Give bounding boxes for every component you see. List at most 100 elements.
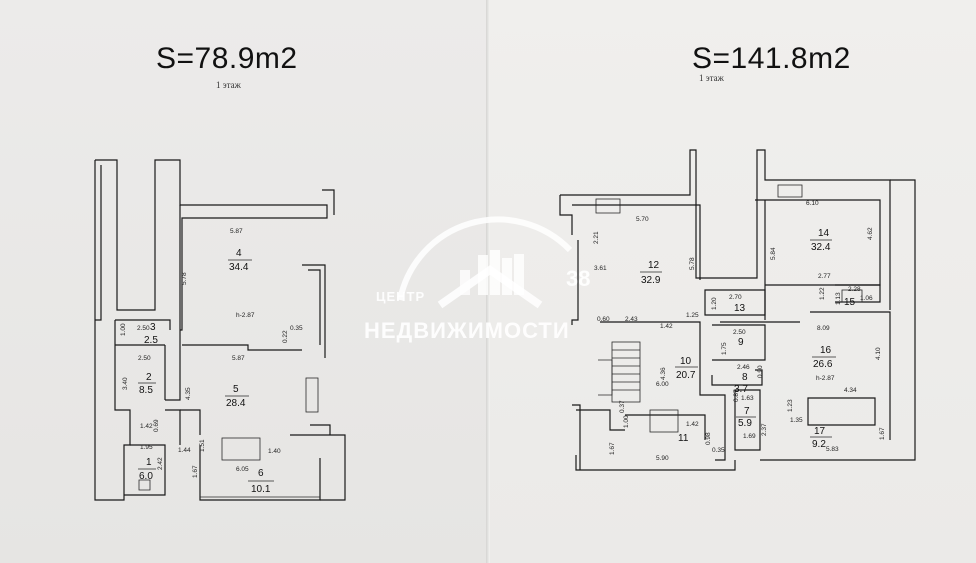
svg-text:5.78: 5.78 xyxy=(689,257,696,270)
svg-text:6.05: 6.05 xyxy=(236,466,249,473)
room-16-area: 26.6 xyxy=(813,359,833,370)
svg-text:0.35: 0.35 xyxy=(290,325,303,332)
svg-text:2.50: 2.50 xyxy=(733,329,746,336)
svg-text:1.42: 1.42 xyxy=(660,323,673,330)
svg-text:5.90: 5.90 xyxy=(656,455,669,462)
left-plan-walls xyxy=(94,159,346,501)
svg-text:2.77: 2.77 xyxy=(818,273,831,280)
room-2-num: 2 xyxy=(146,372,152,383)
svg-text:0.22: 0.22 xyxy=(282,330,289,343)
room-12-area: 32.9 xyxy=(641,275,661,286)
room-13-num: 13 xyxy=(734,303,746,314)
svg-text:5.84: 5.84 xyxy=(770,247,777,260)
right-area-title: S=141.8m2 xyxy=(692,42,851,75)
room-5-num: 5 xyxy=(233,384,239,395)
room-16-num: 16 xyxy=(820,345,832,356)
room-4-area: 34.4 xyxy=(229,262,249,273)
watermark-line1: ЦЕНТР xyxy=(376,289,426,304)
svg-text:4.62: 4.62 xyxy=(867,227,874,240)
svg-text:h-2.87: h-2.87 xyxy=(816,375,835,382)
svg-text:1.25: 1.25 xyxy=(686,312,699,319)
svg-text:0.37: 0.37 xyxy=(619,400,626,413)
svg-text:0.87: 0.87 xyxy=(733,389,740,402)
svg-text:0.60: 0.60 xyxy=(597,316,610,323)
right-plan-room-labels: 12 32.9 14 32.4 13 15 9 10 20.7 16 26.6 … xyxy=(640,228,856,450)
svg-text:4.34: 4.34 xyxy=(844,387,857,394)
svg-text:h-2.87: h-2.87 xyxy=(236,312,255,319)
svg-text:1.69: 1.69 xyxy=(743,433,756,440)
right-plan-walls xyxy=(559,149,916,471)
svg-text:2.21: 2.21 xyxy=(593,231,600,244)
svg-text:3.40: 3.40 xyxy=(122,377,129,390)
svg-text:6.10: 6.10 xyxy=(806,200,819,207)
svg-text:5.70: 5.70 xyxy=(636,216,649,223)
svg-text:1.40: 1.40 xyxy=(268,448,281,455)
room-7-num: 7 xyxy=(744,406,750,417)
room-8-num: 8 xyxy=(742,372,748,383)
svg-text:1.20: 1.20 xyxy=(711,297,718,310)
svg-text:1.22: 1.22 xyxy=(819,287,826,300)
svg-text:2.46: 2.46 xyxy=(737,364,750,371)
room-15-num: 15 xyxy=(844,297,856,308)
left-floor-label: 1 этаж xyxy=(216,80,241,90)
room-1-area: 6.0 xyxy=(139,471,153,482)
svg-text:2.28: 2.28 xyxy=(848,286,861,293)
room-10-num: 10 xyxy=(680,356,692,367)
svg-text:1.42: 1.42 xyxy=(140,423,153,430)
room-5-area: 28.4 xyxy=(226,398,246,409)
svg-text:1.67: 1.67 xyxy=(609,442,616,455)
left-plan-dimensions: 5.87 5.78 h-2.87 0.35 0.22 5.87 2.50 1.0… xyxy=(120,228,303,478)
room-2-area: 8.5 xyxy=(139,385,153,396)
room-11-num: 11 xyxy=(678,433,689,444)
svg-text:5.87: 5.87 xyxy=(230,228,243,235)
svg-text:1.67: 1.67 xyxy=(879,427,886,440)
room-10-area: 20.7 xyxy=(676,370,696,381)
svg-text:1.51: 1.51 xyxy=(199,439,206,452)
svg-text:2.70: 2.70 xyxy=(729,294,742,301)
left-plan-room-labels: 3 2.5 4 34.4 2 8.5 5 28.4 1 6.0 6 10.1 xyxy=(138,248,274,495)
svg-text:0.98: 0.98 xyxy=(705,432,712,445)
svg-text:1.00: 1.00 xyxy=(623,415,630,428)
svg-text:5.78: 5.78 xyxy=(181,272,188,285)
room-12-num: 12 xyxy=(648,260,660,271)
svg-text:0.69: 0.69 xyxy=(153,419,160,432)
svg-text:1.35: 1.35 xyxy=(790,417,803,424)
svg-text:1.00: 1.00 xyxy=(120,323,127,336)
room-17-area: 9.2 xyxy=(812,439,826,450)
left-area-title: S=78.9m2 xyxy=(156,42,298,75)
room-3-area: 2.5 xyxy=(144,335,158,346)
watermark-line2: НЕДВИЖИМОСТИ xyxy=(364,318,570,343)
room-4-num: 4 xyxy=(236,248,242,259)
svg-text:4.35: 4.35 xyxy=(185,387,192,400)
room-3-num: 3 xyxy=(150,322,156,333)
room-17-num: 17 xyxy=(814,426,826,437)
svg-text:1.75: 1.75 xyxy=(721,342,728,355)
svg-text:5.83: 5.83 xyxy=(826,446,839,453)
right-plan-dimensions: 5.70 6.10 2.21 3.61 5.78 4.62 5.84 2.77 … xyxy=(593,200,886,462)
room-1-num: 1 xyxy=(146,457,152,468)
room-6-area: 10.1 xyxy=(251,484,271,495)
svg-text:0.90: 0.90 xyxy=(757,365,764,378)
svg-text:1.06: 1.06 xyxy=(860,295,873,302)
svg-text:1.13: 1.13 xyxy=(835,292,842,305)
svg-text:8.09: 8.09 xyxy=(817,325,830,332)
room-14-num: 14 xyxy=(818,228,830,239)
svg-text:3.61: 3.61 xyxy=(594,265,607,272)
svg-text:2.50: 2.50 xyxy=(137,325,150,332)
room-8-area: 3.7 xyxy=(734,384,748,395)
svg-text:1.44: 1.44 xyxy=(178,447,191,454)
svg-text:2.43: 2.43 xyxy=(625,316,638,323)
svg-text:2.50: 2.50 xyxy=(138,355,151,362)
svg-text:1.95: 1.95 xyxy=(140,444,153,451)
room-7-area: 5.9 xyxy=(738,418,752,429)
svg-text:1.67: 1.67 xyxy=(192,465,199,478)
svg-text:4.36: 4.36 xyxy=(660,367,667,380)
watermark-number: 38 xyxy=(566,266,591,291)
svg-text:4.10: 4.10 xyxy=(875,347,882,360)
room-9-num: 9 xyxy=(738,337,744,348)
svg-text:6.00: 6.00 xyxy=(656,381,669,388)
svg-text:2.42: 2.42 xyxy=(157,457,164,470)
right-floor-label: 1 этаж xyxy=(699,73,724,83)
svg-text:1.63: 1.63 xyxy=(741,395,754,402)
